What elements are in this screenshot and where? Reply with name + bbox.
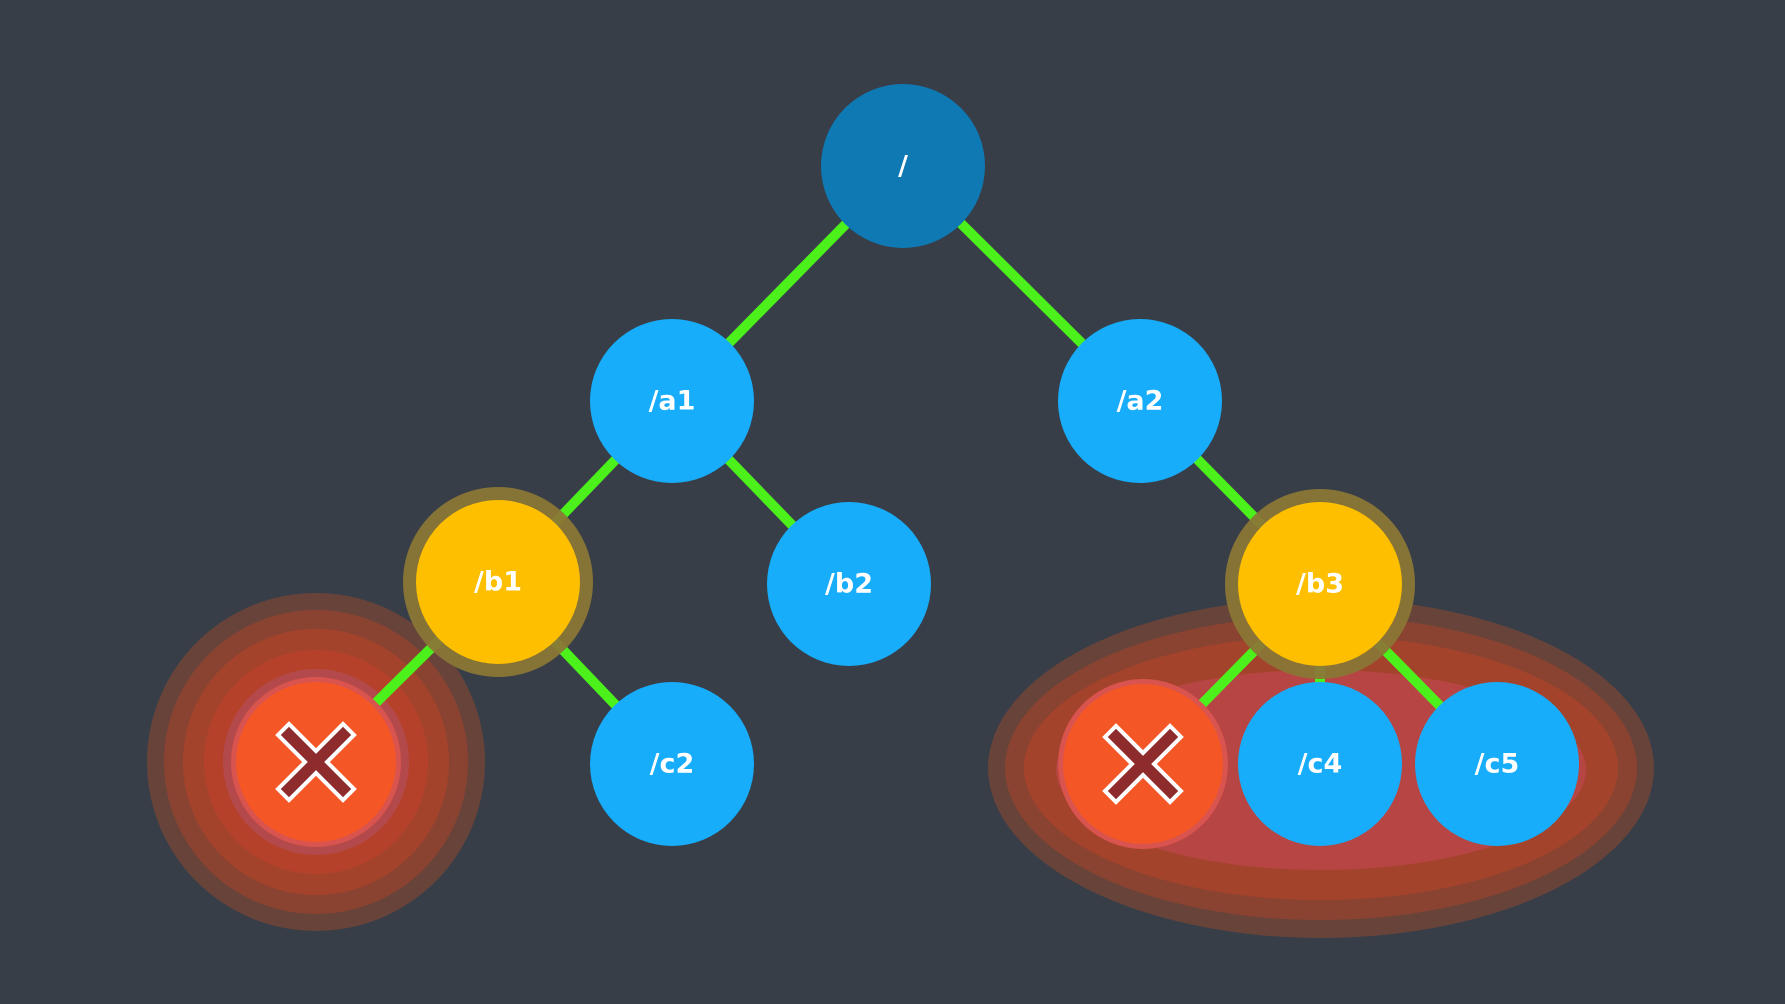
node-label: /c4	[1298, 749, 1343, 780]
node-circle	[767, 502, 931, 666]
node-circle	[1058, 319, 1222, 483]
node-circle	[1238, 502, 1402, 666]
node-c5[interactable]: /c5	[1415, 682, 1579, 846]
node-label: /b1	[474, 567, 522, 598]
node-label: /c2	[650, 749, 695, 780]
node-c2[interactable]: /c2	[590, 682, 754, 846]
node-label: /c5	[1475, 749, 1520, 780]
node-label: /	[898, 151, 908, 182]
node-root[interactable]: /	[821, 84, 985, 248]
tree-nodes: / /a1/a2/b1/b2/b3/c2/c4/c5	[231, 84, 1579, 849]
node-label: /a2	[1117, 386, 1164, 417]
cross-icon	[1102, 723, 1184, 805]
node-circle	[1238, 682, 1402, 846]
node-c1[interactable]	[231, 677, 401, 847]
node-circle	[416, 500, 580, 664]
node-b3[interactable]: /b3	[1225, 489, 1415, 679]
node-circle	[821, 84, 985, 248]
node-a2[interactable]: /a2	[1058, 319, 1222, 483]
node-label: /b2	[825, 569, 873, 600]
node-label: /a1	[649, 386, 696, 417]
node-circle	[1415, 682, 1579, 846]
node-c4[interactable]: /c4	[1238, 682, 1402, 846]
node-a1[interactable]: /a1	[590, 319, 754, 483]
node-c3[interactable]	[1058, 679, 1228, 849]
node-circle	[590, 319, 754, 483]
node-b1[interactable]: /b1	[403, 487, 593, 677]
node-label: /b3	[1296, 569, 1344, 600]
cross-icon	[275, 721, 357, 803]
node-circle	[590, 682, 754, 846]
node-b2[interactable]: /b2	[767, 502, 931, 666]
